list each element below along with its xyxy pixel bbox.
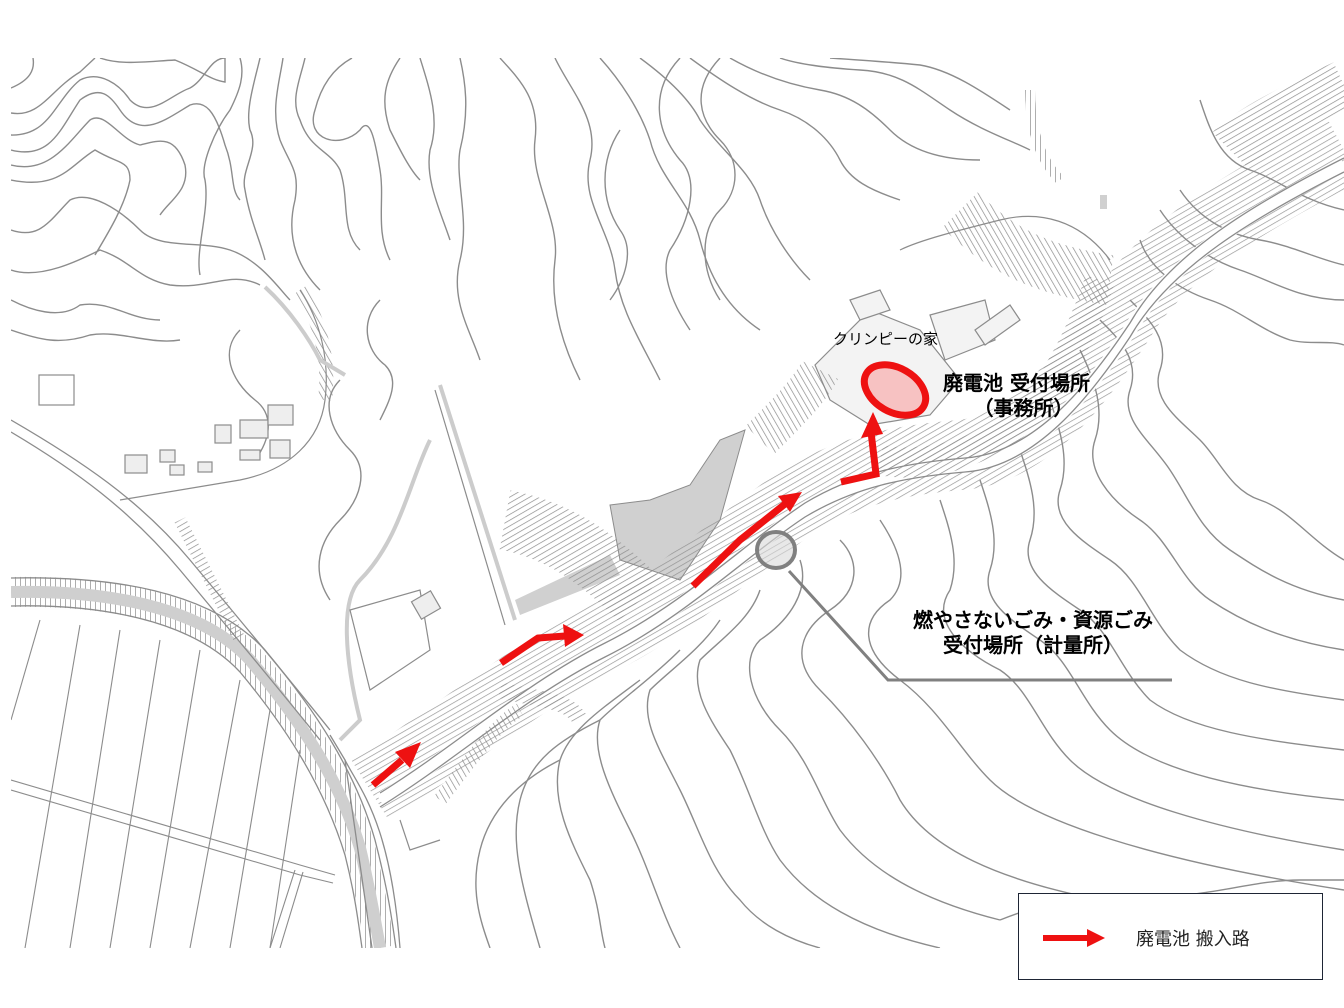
railway-embankment — [11, 576, 397, 948]
clean-house-label: クリンピーの家 — [833, 330, 939, 348]
battery-route — [370, 412, 883, 788]
scale-reception-title: 燃やさないごみ・資源ごみ — [913, 608, 1153, 632]
access-roads — [338, 384, 517, 742]
battery-reception-title: 廃電池 受付場所 — [943, 371, 1090, 395]
route-arrow-4 — [840, 412, 883, 486]
red-arrow-icon — [1043, 929, 1105, 947]
battery-reception-label: 廃電池 受付場所 （事務所） — [943, 371, 1090, 421]
farm-fields — [11, 619, 336, 948]
village-road — [11, 419, 401, 948]
legend-label-battery-route: 廃電池 搬入路 — [1136, 929, 1250, 950]
battery-reception-marker[interactable] — [855, 354, 934, 425]
scale-reception-subtitle: 受付場所（計量所） — [943, 633, 1123, 657]
route-arrow-2 — [499, 624, 584, 666]
village-buildings — [38, 374, 294, 476]
contour-lines — [11, 58, 1344, 948]
route-arrow-3 — [690, 492, 802, 589]
scale-house-marker[interactable] — [755, 530, 1172, 682]
slope-hatch — [174, 517, 246, 643]
scale-reception-label: 燃やさないごみ・資源ごみ 受付場所（計量所） — [888, 608, 1178, 658]
topographic-map — [11, 58, 1344, 948]
map-legend: 廃電池 搬入路 — [1018, 893, 1323, 980]
battery-reception-subtitle: （事務所） — [973, 396, 1074, 420]
route-arrow-1 — [370, 742, 421, 788]
leader-line — [787, 569, 1172, 682]
